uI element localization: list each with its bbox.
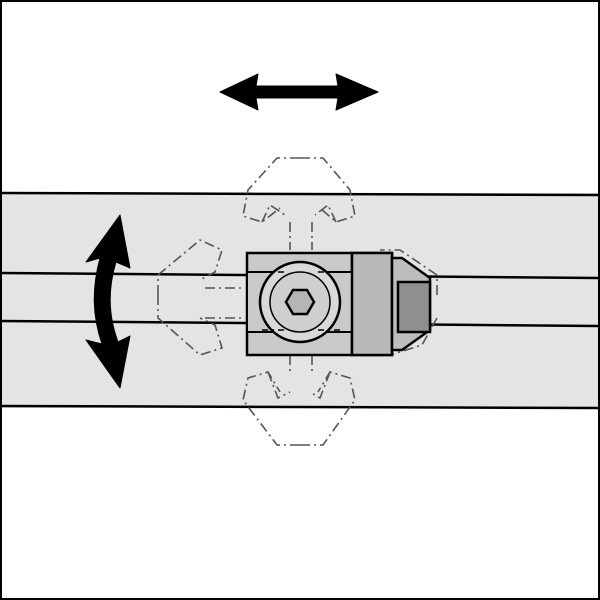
ghost-outline-left [157,239,223,356]
rail-edge-top [1,191,599,197]
double-arrow-horizontal-icon [219,73,379,111]
rail-edge-bottom [1,404,599,410]
ghost-outline-bottom-inner [267,371,331,400]
clamp-dash-detail [262,271,342,331]
ghost-outline-top-inner [261,203,337,223]
ghost-outline-left-inner [205,287,245,319]
ghost-outline-top [242,157,356,223]
clamp-side-block [350,251,394,357]
ghost-guide-vertical [289,222,313,372]
clamp-jaw-pad [396,280,432,334]
clamp-assembly [245,251,432,357]
hex-socket-icon [284,288,316,316]
curved-double-arrow-icon [85,214,131,389]
